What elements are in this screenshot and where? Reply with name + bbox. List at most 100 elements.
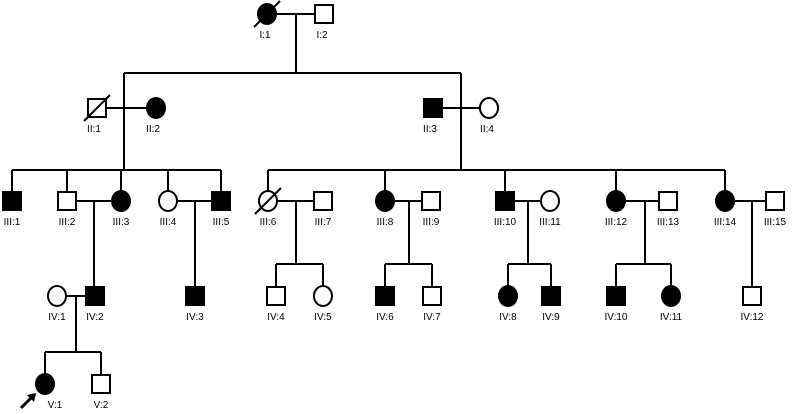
female-symbol	[498, 285, 518, 307]
individual-iv6: IV:6	[375, 286, 395, 323]
female-symbol	[606, 190, 626, 212]
male-symbol	[423, 98, 443, 118]
individual-iv1: IV:1	[47, 285, 67, 323]
male-symbol	[541, 286, 561, 306]
female-symbol	[158, 190, 178, 212]
individual-ii4: II:4	[479, 97, 499, 135]
individual-iii7: III:7	[313, 191, 333, 228]
male-symbol	[185, 286, 205, 306]
individual-label: III:7	[315, 217, 332, 228]
individual-label: I:1	[259, 30, 271, 41]
female-symbol	[479, 97, 499, 119]
individual-iii5: III:5	[211, 191, 231, 228]
individual-label: III:1	[4, 217, 21, 228]
female-symbol	[715, 190, 735, 212]
male-symbol	[606, 286, 626, 306]
individual-label: II:1	[87, 124, 101, 135]
individual-label: IV:7	[423, 312, 441, 323]
male-symbol	[2, 191, 22, 211]
individual-iii8: III:8	[375, 190, 395, 228]
female-symbol	[661, 285, 681, 307]
individual-label: IV:5	[314, 312, 332, 323]
male-symbol	[313, 191, 333, 211]
female-symbol	[375, 190, 395, 212]
individual-label: IV:2	[86, 312, 104, 323]
relationship-lines	[11, 13, 766, 375]
deceased-slash	[254, 187, 282, 215]
individual-label: III:3	[113, 217, 130, 228]
individual-label: III:14	[714, 217, 737, 228]
individual-iv5: IV:5	[313, 285, 333, 323]
individual-label: IV:6	[376, 312, 394, 323]
individual-iii4: III:4	[158, 190, 178, 228]
individual-label: IV:11	[660, 312, 683, 323]
individual-label: IV:8	[499, 312, 517, 323]
individual-label: IV:3	[186, 312, 204, 323]
individual-label: V:2	[94, 400, 109, 411]
female-symbol	[540, 190, 560, 212]
individual-iii12: III:12	[605, 190, 628, 228]
male-symbol	[91, 374, 111, 394]
individual-iii11: III:11	[539, 190, 561, 228]
individual-ii2: II:2	[146, 97, 166, 135]
individual-label: III:9	[423, 217, 440, 228]
individual-label: II:4	[480, 124, 494, 135]
individual-label: III:8	[377, 217, 394, 228]
individual-label: III:15	[764, 217, 787, 228]
individual-label: III:12	[605, 217, 628, 228]
individual-label: I:2	[316, 30, 328, 41]
individual-iii1: III:1	[2, 191, 22, 228]
individual-iii6: III:6	[254, 187, 282, 228]
male-symbol	[211, 191, 231, 211]
male-symbol	[658, 191, 678, 211]
individual-iii13: III:13	[657, 191, 680, 228]
individual-iv3: IV:3	[185, 286, 205, 323]
individual-label: III:5	[213, 217, 230, 228]
individual-iii15: III:15	[764, 191, 787, 228]
male-symbol	[495, 191, 515, 211]
individual-iii14: III:14	[714, 190, 737, 228]
individual-label: II:3	[423, 124, 437, 135]
male-symbol	[742, 286, 762, 306]
male-symbol	[765, 191, 785, 211]
proband-arrowhead-icon	[27, 393, 36, 402]
female-symbol	[35, 373, 55, 395]
individual-ii1: II:1	[83, 94, 111, 135]
individual-i2: I:2	[314, 4, 334, 41]
individual-label: III:2	[59, 217, 76, 228]
individual-label: III:13	[657, 217, 680, 228]
individual-iv8: IV:8	[498, 285, 518, 323]
individual-label: III:4	[160, 217, 177, 228]
individual-iv2: IV:2	[85, 286, 105, 323]
individual-label: III:11	[539, 217, 561, 228]
individual-label: II:2	[146, 124, 160, 135]
individual-label: IV:9	[542, 312, 560, 323]
individual-v1: V:1	[19, 373, 63, 411]
male-symbol	[422, 286, 442, 306]
individual-ii3: II:3	[423, 98, 443, 135]
individual-iv7: IV:7	[422, 286, 442, 323]
individual-label: V:1	[48, 400, 63, 411]
individual-iv4: IV:4	[266, 286, 286, 323]
individual-iv10: IV:10	[605, 286, 628, 323]
individual-iii2: III:2	[57, 191, 77, 228]
male-symbol	[266, 286, 286, 306]
individual-label: IV:1	[48, 312, 66, 323]
female-symbol	[146, 97, 166, 119]
individual-iv11: IV:11	[660, 285, 683, 323]
individual-v2: V:2	[91, 374, 111, 411]
individual-iv12: IV:12	[741, 286, 764, 323]
deceased-slash	[253, 0, 281, 28]
female-symbol	[313, 285, 333, 307]
individual-iv9: IV:9	[541, 286, 561, 323]
individual-iii9: III:9	[421, 191, 441, 228]
individual-label: III:6	[260, 217, 277, 228]
male-symbol	[421, 191, 441, 211]
individual-label: III:10	[494, 217, 517, 228]
male-symbol	[85, 286, 105, 306]
individual-label: IV:4	[267, 312, 285, 323]
individual-i1: I:1	[253, 0, 281, 41]
individual-iii3: III:3	[111, 190, 131, 228]
